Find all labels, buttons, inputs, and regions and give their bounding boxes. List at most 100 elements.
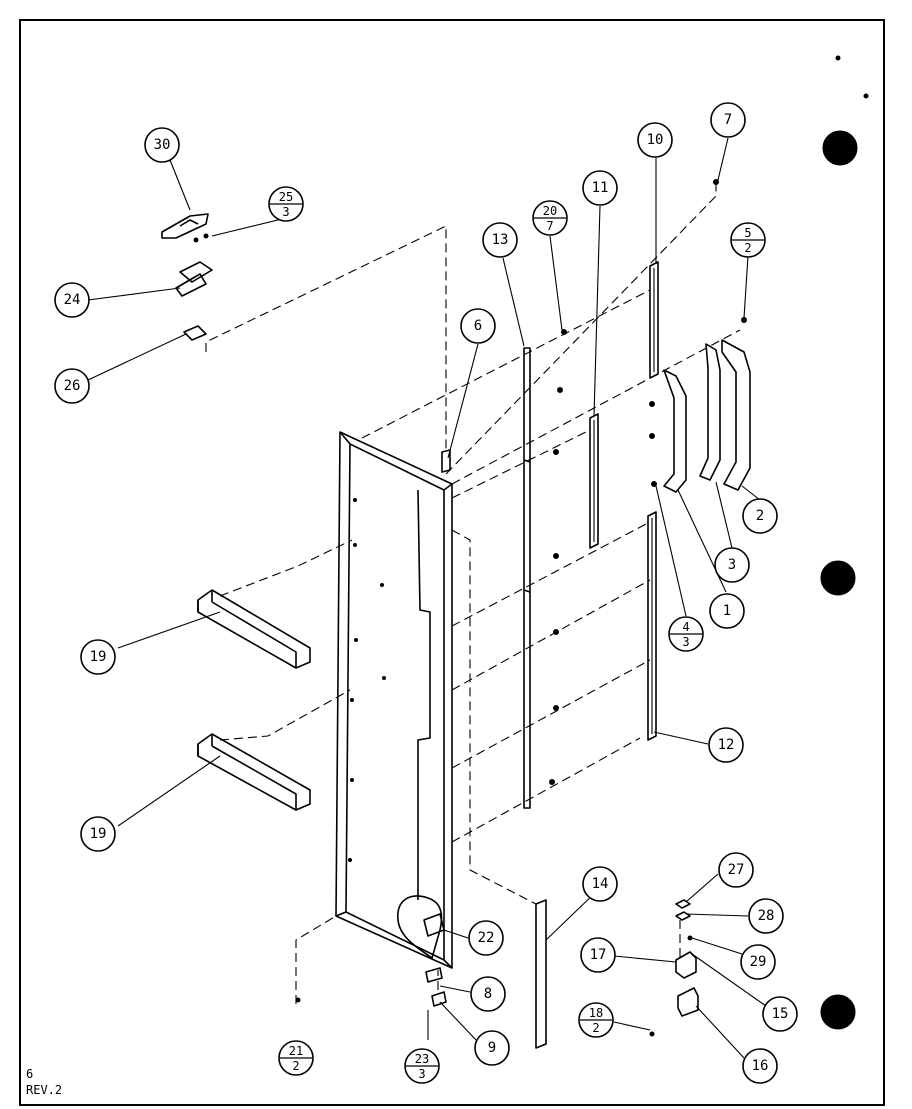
callout-8: 8 [470, 976, 506, 1012]
callout-2: 2 [742, 498, 778, 534]
callout-circle [742, 498, 778, 534]
callout-circle [144, 127, 180, 163]
callout-number: 15 [772, 1006, 789, 1022]
binder-hole-bottom [820, 994, 856, 1030]
right-hinge-assembly [675, 899, 699, 1017]
page-border [19, 19, 885, 1106]
callout-circle [710, 102, 746, 138]
callout-1: 1 [709, 593, 745, 629]
callout-number: 29 [750, 954, 767, 970]
callout-quantity: 2 [292, 1059, 299, 1073]
callout-circle [460, 308, 496, 344]
callout-number: 27 [728, 862, 745, 878]
callout-26: 26 [54, 368, 90, 404]
callout-circle [474, 1030, 510, 1066]
binder-hole-top [822, 130, 858, 166]
callout-number: 12 [718, 737, 735, 753]
callout-circle [708, 727, 744, 763]
handle-part-3 [699, 343, 721, 481]
callout-15: 15 [762, 996, 798, 1032]
callout-circle [482, 222, 518, 258]
callout-quantity: 3 [282, 205, 289, 219]
door-panel [335, 431, 453, 969]
callout-number: 14 [592, 876, 609, 892]
callout-5: 52 [730, 222, 766, 258]
callout-number: 24 [64, 292, 81, 308]
callout-number: 11 [592, 180, 609, 196]
door-strip-11 [589, 413, 599, 549]
callout-11: 11 [582, 170, 618, 206]
footer: 6 REV.2 [26, 1067, 62, 1097]
callout-19a: 19 [80, 639, 116, 675]
callout-circle [742, 1048, 778, 1084]
callout-number: 13 [492, 232, 509, 248]
callout-circle [54, 368, 90, 404]
door-rod-13 [523, 347, 531, 809]
callout-7: 7 [710, 102, 746, 138]
callout-number: 8 [484, 986, 492, 1002]
door-shelf-lower [197, 733, 311, 811]
callout-circle [762, 996, 798, 1032]
callout-6: 6 [460, 308, 496, 344]
callout-quantity: 3 [682, 635, 689, 649]
callout-number: 17 [590, 947, 607, 963]
callout-circle [748, 898, 784, 934]
assembly-lines [205, 184, 741, 1004]
revision-label: REV.2 [26, 1083, 62, 1097]
callout-number: 2 [756, 508, 764, 524]
callout-number: 19 [90, 649, 107, 665]
callout-quantity: 3 [418, 1067, 425, 1081]
callout-quantity: 2 [592, 1021, 599, 1035]
handle-part-1 [663, 369, 687, 493]
callout-circle [468, 920, 504, 956]
page-number: 6 [26, 1067, 33, 1081]
callout-28: 28 [748, 898, 784, 934]
callout-29: 29 [740, 944, 776, 980]
callout-circle [637, 122, 673, 158]
callout-circle [709, 593, 745, 629]
callout-circle [80, 816, 116, 852]
callout-9: 9 [474, 1030, 510, 1066]
callout-25: 253 [268, 186, 304, 222]
callout-circle [582, 866, 618, 902]
top-hinge-assembly [161, 213, 213, 341]
callout-number: 30 [154, 137, 171, 153]
callout-10: 10 [637, 122, 673, 158]
callout-16: 16 [742, 1048, 778, 1084]
callout-circle [740, 944, 776, 980]
callout-circle [54, 282, 90, 318]
callout-quantity: 2 [744, 241, 751, 255]
callout-12: 12 [708, 727, 744, 763]
callout-27: 27 [718, 852, 754, 888]
callout-number: 16 [752, 1058, 769, 1074]
callout-number: 6 [474, 318, 482, 334]
callout-17: 17 [580, 937, 616, 973]
callout-circle [470, 976, 506, 1012]
callout-number: 1 [723, 603, 731, 619]
callout-number: 25 [279, 190, 293, 204]
callout-circle [718, 852, 754, 888]
callout-circle [714, 547, 750, 583]
callout-23: 233 [404, 1048, 440, 1084]
door-strip-14 [535, 899, 547, 1049]
callout-number: 18 [589, 1006, 603, 1020]
door-shelf-upper [197, 589, 311, 669]
callout-circle [580, 937, 616, 973]
callout-number: 5 [744, 226, 751, 240]
callout-circle [80, 639, 116, 675]
callout-3: 3 [714, 547, 750, 583]
handle-part-2 [721, 339, 751, 491]
binder-hole-middle [820, 560, 856, 596]
callout-number: 20 [543, 204, 557, 218]
callout-14: 14 [582, 866, 618, 902]
callout-20: 207 [532, 200, 568, 236]
callout-number: 9 [488, 1040, 496, 1056]
callouts: 1234352678910111213141516171821919207212… [54, 102, 798, 1084]
callout-18: 182 [578, 1002, 614, 1038]
callout-number: 26 [64, 378, 81, 394]
callout-number: 22 [478, 930, 495, 946]
callout-number: 19 [90, 826, 107, 842]
bottom-hinge-assembly [423, 913, 447, 1040]
callout-number: 21 [289, 1044, 303, 1058]
